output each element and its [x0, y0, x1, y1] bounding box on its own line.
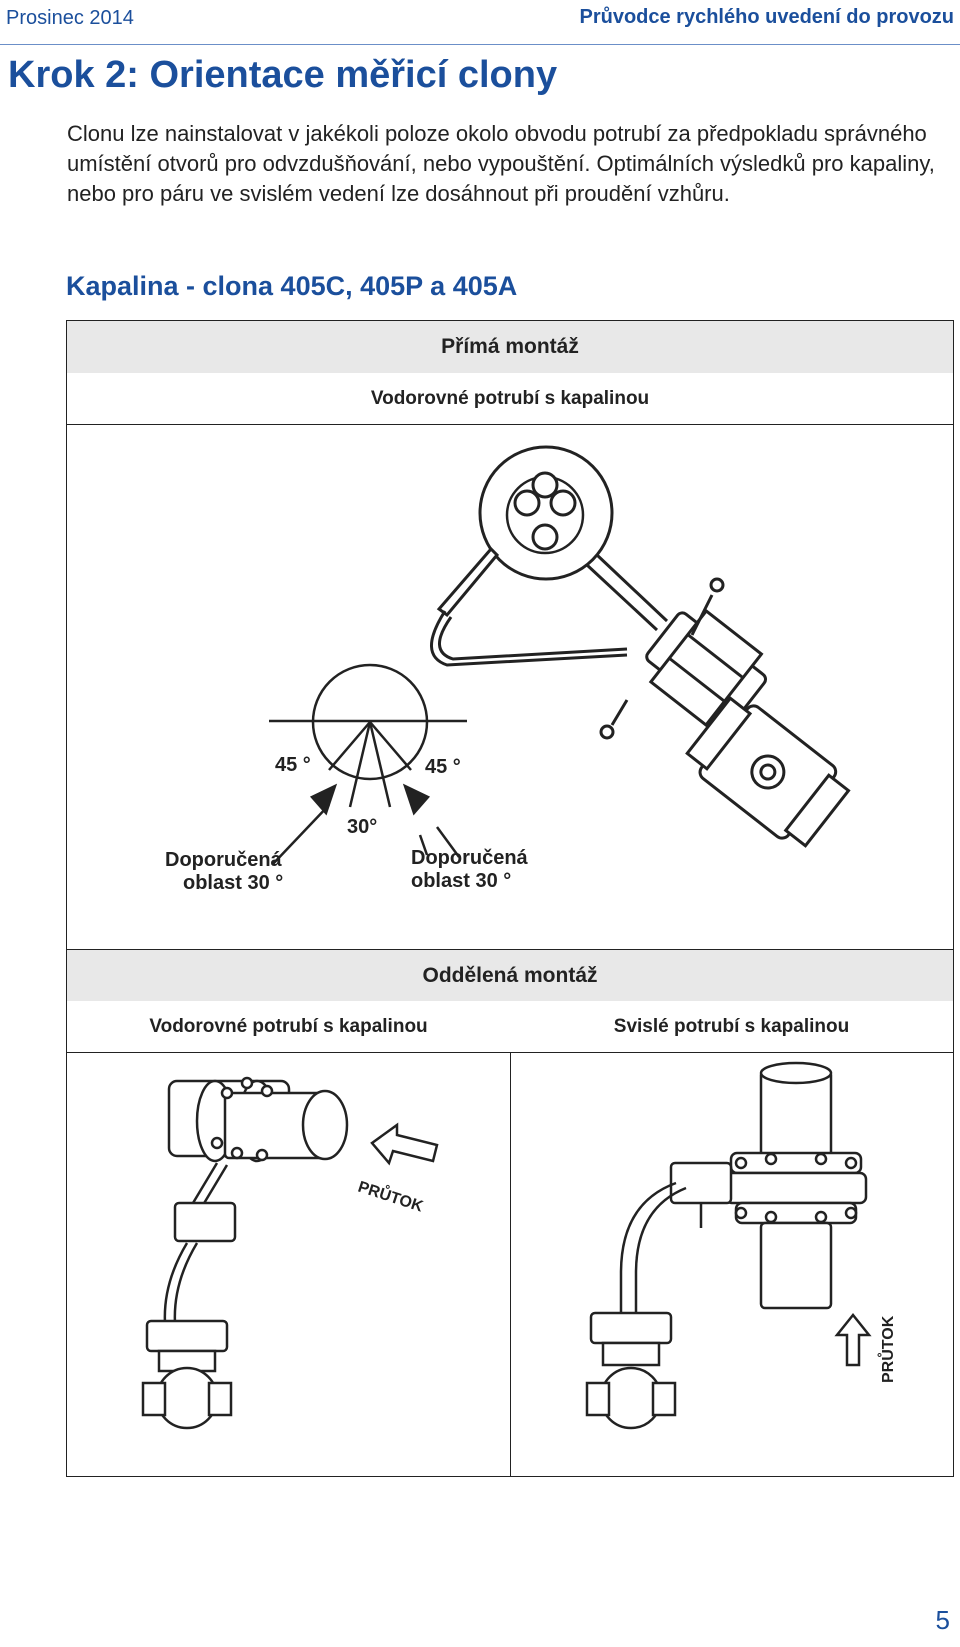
- installation-table: Přímá montáž Vodorovné potrubí s kapalin…: [66, 320, 954, 1477]
- section-subtitle: Kapalina - clona 405C, 405P a 405A: [66, 271, 518, 301]
- recommended-right-line1: Doporučená: [411, 847, 529, 869]
- flow-label-right: PRŮTOK: [877, 1315, 897, 1383]
- remote-horizontal-illustration: PRŮTOK: [141, 1076, 439, 1430]
- flow-label-left: PRŮTOK: [356, 1176, 427, 1216]
- orifice-plate-drawing: [478, 445, 614, 581]
- column-divider: [510, 1052, 511, 1476]
- angle-right-label: 45 °: [425, 756, 461, 778]
- header-document-title: Průvodce rychlého uvedení do provozu: [579, 6, 954, 28]
- recommended-left-line2: oblast 30 °: [183, 872, 283, 894]
- flow-arrow-right: [834, 1312, 872, 1367]
- angle-center-label: 30°: [347, 816, 377, 838]
- recommended-right-line2: oblast 30 °: [411, 870, 511, 892]
- angle-left-label: 45 °: [275, 754, 311, 776]
- recommended-left-line1: Doporučená: [165, 849, 283, 871]
- header-rule: [0, 44, 960, 45]
- remote-mount-heading: Oddělená montáž: [67, 949, 953, 1003]
- intro-paragraph: Clonu lze nainstalovat v jakékoli poloze…: [67, 121, 935, 206]
- direct-mount-illustration: 45 ° 45 ° 30° Doporučená oblast 30 ° Dop…: [165, 445, 851, 894]
- angle-diagram: [269, 663, 467, 866]
- remote-horizontal-heading: Vodorovné potrubí s kapalinou: [67, 1001, 511, 1053]
- transmitter-drawing: [599, 577, 851, 848]
- direct-mount-heading: Přímá montáž: [67, 321, 953, 374]
- header-date: Prosinec 2014: [6, 7, 134, 29]
- impulse-line-drawing: [430, 546, 669, 667]
- direct-mount-subheading: Vodorovné potrubí s kapalinou: [67, 373, 953, 425]
- remote-vertical-heading: Svislé potrubí s kapalinou: [510, 1001, 953, 1053]
- page-number: 5: [935, 1605, 950, 1635]
- page-title: Krok 2: Orientace měřicí clony: [8, 54, 558, 96]
- remote-vertical-illustration: PRŮTOK: [585, 1061, 897, 1430]
- flow-arrow-left: [370, 1122, 439, 1166]
